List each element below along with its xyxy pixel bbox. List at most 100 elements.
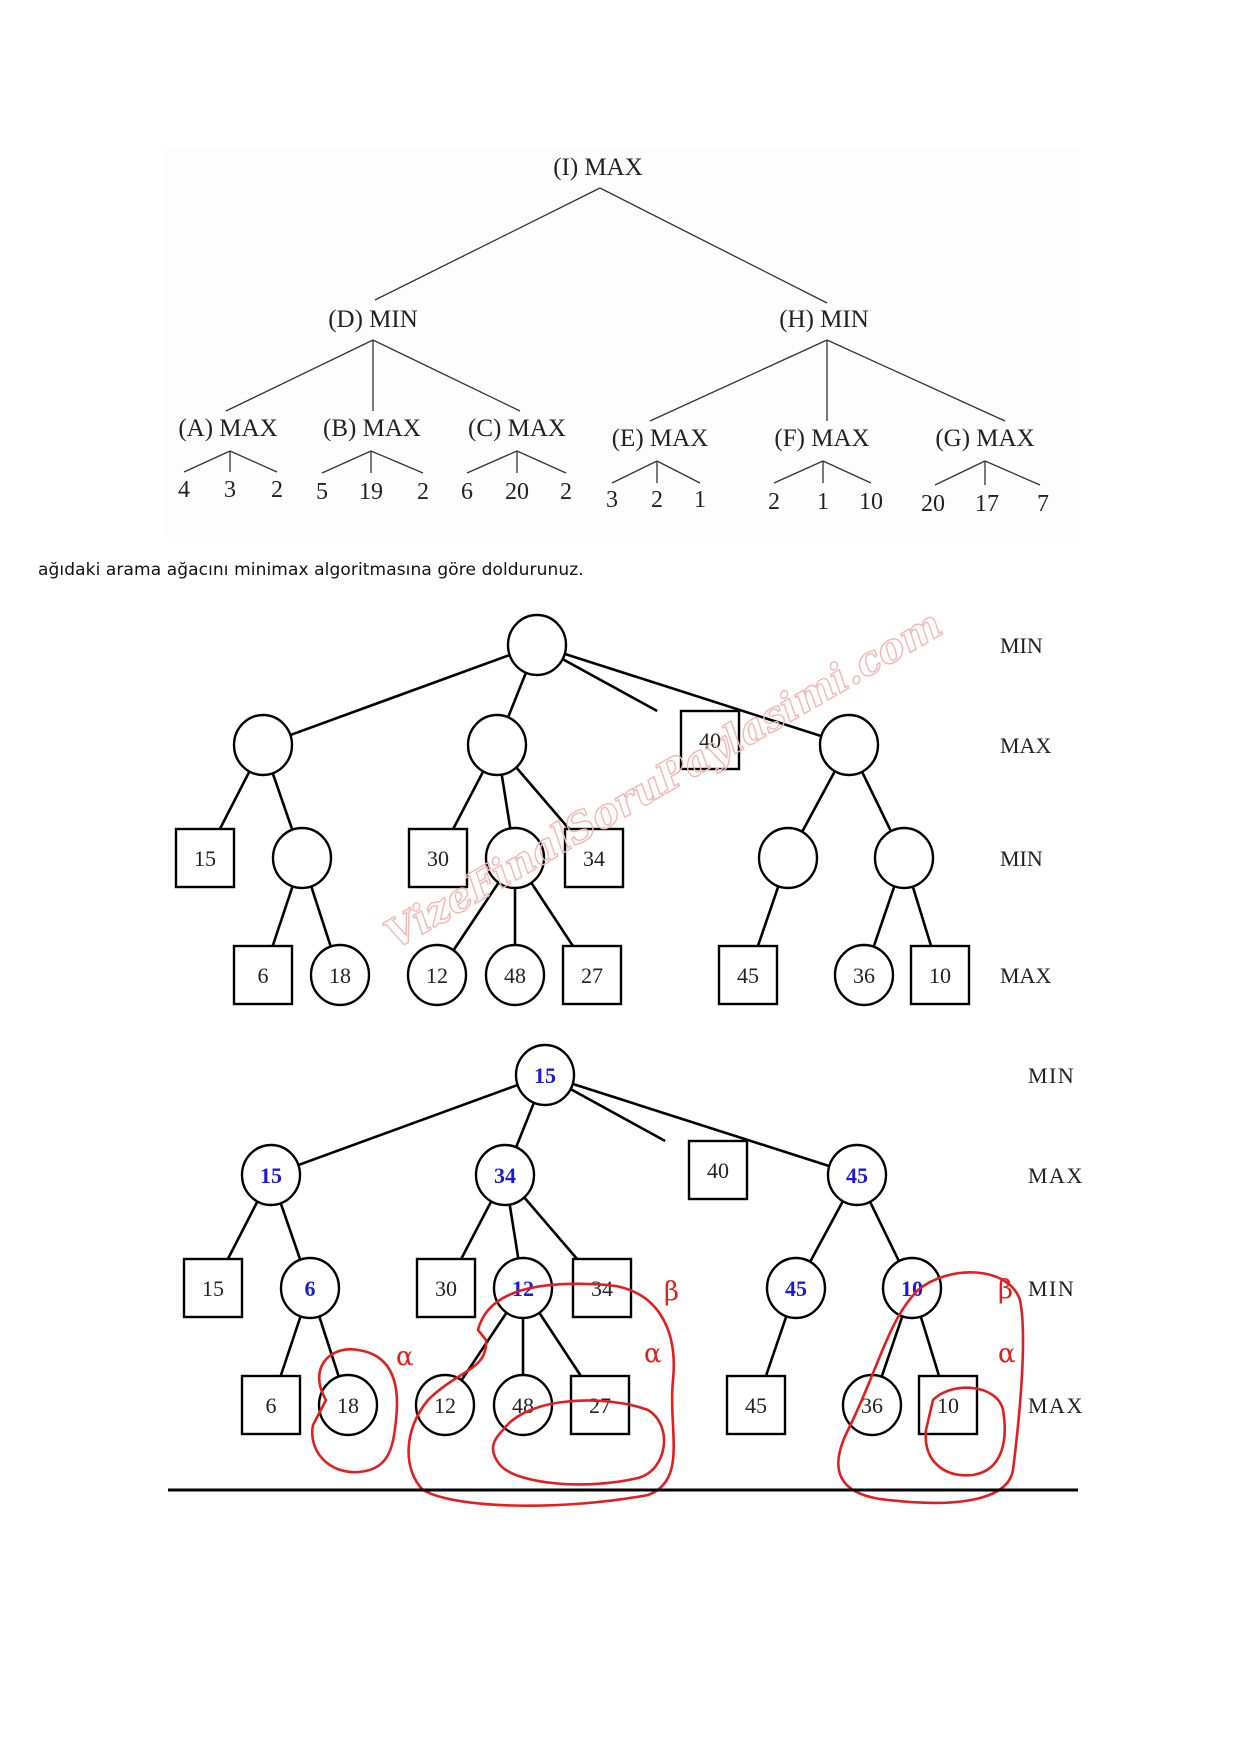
node-shape [873,826,935,890]
node-value: 27 [581,963,603,988]
tree-edge [297,1083,519,1167]
tree-node-square: 27 [561,944,623,1006]
node-I: (I) MAX [553,154,643,181]
node-shape [271,826,333,890]
tree-edge [500,773,512,830]
tree-edge [872,885,896,948]
tree-node-circle: 34 [474,1143,536,1207]
tree-node-circle [506,613,568,677]
leaf-value: 2 [651,487,663,513]
alpha-prune-outline [310,1348,399,1474]
node-value: 30 [427,846,449,871]
tree-edge [279,1201,302,1262]
tree-edge [514,766,571,830]
tree-edge [919,1315,941,1377]
node-shape [182,1257,244,1319]
node-value: 6 [305,1276,316,1301]
leaf-value: 5 [316,479,328,505]
node-value: 10 [929,963,951,988]
node-shape [725,1374,787,1436]
tree-edge [459,1200,493,1260]
node-shape [484,826,546,890]
alpha-label: α [396,1342,414,1372]
tree-node-circle [271,826,333,890]
node-value: 10 [937,1393,959,1418]
leaf-value: 7 [1037,491,1049,517]
tree-node-circle: 12 [492,1256,554,1320]
node-shape [240,1143,302,1207]
tree-edge [271,771,294,832]
tree-node-circle [757,826,819,890]
tree-edge [271,885,295,947]
tree-edge [868,1200,901,1263]
node-shape [687,1139,749,1201]
leaf-value: 2 [768,489,780,515]
node-shape [484,943,546,1007]
node-shape [407,827,469,889]
level-label-max: MAX [1028,1393,1084,1418]
tree-edge [289,653,511,737]
tree-node-circle [818,713,880,777]
tree-node-circle [484,826,546,890]
level-label-max: MAX [1000,963,1051,988]
level-label-max: MAX [1028,1163,1084,1188]
tree-edge [279,1315,303,1377]
node-value: 34 [583,846,605,871]
leaf-value: 20 [921,491,945,517]
alpha-prune-outline [924,1386,1006,1477]
beta-prune-outline [407,1282,676,1507]
tree-node-circle: 48 [484,943,546,1007]
tree-edge [514,1101,536,1149]
tree-edge [860,770,893,833]
tree-node-circle: 18 [309,943,371,1007]
tree-node-square: 27 [569,1374,631,1436]
node-shape [414,1373,476,1437]
tree-node-circle: 36 [841,1373,903,1437]
node-shape [232,713,294,777]
tree-edge [569,1087,666,1143]
leaf-value: 20 [505,479,529,505]
alpha-prune-outline [491,1399,666,1486]
tree-edge [506,671,528,719]
tree-node-square: 6 [240,1374,302,1436]
tree-edge [561,657,658,713]
tree-edge [522,1196,579,1260]
node-F: (F) MAX [774,425,869,452]
node-G: (G) MAX [935,425,1034,452]
tree-edge [451,770,485,830]
tree-edge [309,885,333,948]
tree-edge [317,1315,341,1378]
node-value: 12 [434,1393,456,1418]
beta-label: β [998,1275,1013,1305]
pruning-annotations [310,1271,1025,1507]
node-value: 27 [589,1393,611,1418]
tree-node-square: 6 [232,944,294,1006]
tree-node-square: 15 [182,1257,244,1319]
node-shape [561,944,623,1006]
node-shape [492,1256,554,1320]
tree-node-circle: 12 [406,943,468,1007]
tree-node-square: 15 [174,827,236,889]
tree-edge [880,1315,904,1378]
tree-node-circle: 10 [881,1256,943,1320]
tree-edge [508,1203,520,1260]
node-value: 48 [504,963,526,988]
tree-node-square: 45 [717,944,779,1006]
node-value: 6 [266,1393,277,1418]
tree-edge [911,885,933,947]
tree-node-circle: 12 [414,1373,476,1437]
node-shape [317,1373,379,1437]
node-value: 40 [699,728,721,753]
node-value: 34 [591,1276,613,1301]
tree-edge [800,769,837,834]
leaf-value: 4 [178,477,190,503]
tree-node-circle: 45 [826,1143,888,1207]
tree-node-circle [873,826,935,890]
tree-node-circle: 6 [279,1256,341,1320]
tree-edge [218,770,251,830]
leaf-value: 6 [461,479,473,505]
node-shape [679,709,741,771]
tree-edges [218,652,933,952]
node-value: 40 [707,1158,729,1183]
